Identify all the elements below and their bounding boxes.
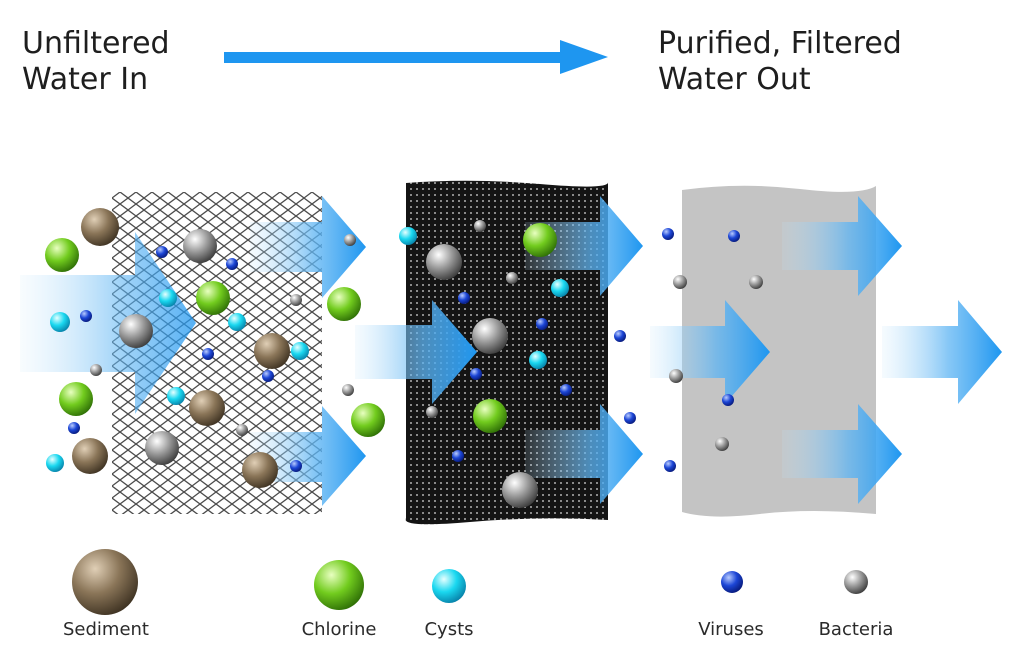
sediment-particle: [81, 208, 119, 246]
output-label: Purified, Filtered Water Out: [658, 26, 902, 97]
legend-cysts-swatch: [432, 569, 466, 603]
bacteria-particle: [749, 275, 763, 289]
viruses-particle: [290, 460, 302, 472]
flow-arrow-gap1: [355, 300, 477, 404]
cysts-particle: [228, 313, 246, 331]
viruses-particle: [470, 368, 482, 380]
flow-arrow-stage3-bottom: [782, 404, 902, 504]
bacteria-particle: [290, 294, 302, 306]
sediment-particle: [242, 452, 278, 488]
viruses-particle: [536, 318, 548, 330]
cysts-particle: [551, 279, 569, 297]
chlorine-particle: [59, 382, 93, 416]
bacteria-particle: [474, 220, 486, 232]
input-label: Unfiltered Water In: [22, 26, 170, 97]
legend-bacteria-swatch: [844, 570, 868, 594]
bacteria-particle: [426, 244, 462, 280]
sediment-particle: [189, 390, 225, 426]
bacteria-particle: [183, 229, 217, 263]
chlorine-particle: [45, 238, 79, 272]
legend-viruses-label: Viruses: [698, 619, 764, 640]
sediment-particle: [254, 333, 290, 369]
chlorine-particle: [351, 403, 385, 437]
bacteria-particle: [472, 318, 508, 354]
chlorine-particle: [327, 287, 361, 321]
legend-chlorine-swatch: [314, 560, 364, 610]
cysts-particle: [399, 227, 417, 245]
viruses-particle: [68, 422, 80, 434]
bacteria-particle: [506, 272, 518, 284]
cysts-particle: [167, 387, 185, 405]
particles: [45, 208, 763, 508]
viruses-particle: [156, 246, 168, 258]
cysts-particle: [529, 351, 547, 369]
legend: [72, 549, 868, 615]
legend-viruses-swatch: [721, 571, 743, 593]
legend-bacteria-label: Bacteria: [818, 619, 894, 640]
bacteria-particle: [502, 472, 538, 508]
flow-arrow-stage1-top: [250, 196, 366, 298]
bacteria-particle: [119, 314, 153, 348]
bacteria-particle: [669, 369, 683, 383]
flow-arrow-outlet: [882, 300, 1002, 404]
bacteria-particle: [673, 275, 687, 289]
legend-cysts-label: Cysts: [424, 619, 474, 640]
viruses-particle: [728, 230, 740, 242]
viruses-particle: [452, 450, 464, 462]
bacteria-particle: [715, 437, 729, 451]
viruses-particle: [458, 292, 470, 304]
bacteria-particle: [426, 406, 438, 418]
sediment-particle: [72, 438, 108, 474]
legend-chlorine-label: Chlorine: [301, 619, 377, 640]
bacteria-particle: [342, 384, 354, 396]
bacteria-particle: [344, 234, 356, 246]
cysts-particle: [46, 454, 64, 472]
legend-sediment-swatch: [72, 549, 138, 615]
flow-direction-arrow: [224, 40, 608, 74]
bacteria-particle: [145, 431, 179, 465]
flow-arrow-inlet: [20, 232, 196, 414]
legend-sediment-label: Sediment: [62, 619, 150, 640]
viruses-particle: [722, 394, 734, 406]
flow-arrow-stage2-bottom: [525, 404, 643, 504]
viruses-particle: [614, 330, 626, 342]
cysts-particle: [291, 342, 309, 360]
cysts-particle: [50, 312, 70, 332]
bacteria-particle: [90, 364, 102, 376]
viruses-particle: [262, 370, 274, 382]
bacteria-particle: [236, 424, 248, 436]
flow-arrow-stage3-top: [782, 196, 902, 296]
viruses-particle: [624, 412, 636, 424]
cysts-particle: [159, 289, 177, 307]
viruses-particle: [560, 384, 572, 396]
viruses-particle: [202, 348, 214, 360]
viruses-particle: [226, 258, 238, 270]
viruses-particle: [80, 310, 92, 322]
chlorine-particle: [196, 281, 230, 315]
chlorine-particle: [473, 399, 507, 433]
chlorine-particle: [523, 223, 557, 257]
viruses-particle: [664, 460, 676, 472]
flow-arrow-stage1-bottom: [250, 406, 366, 506]
viruses-particle: [662, 228, 674, 240]
flow-arrow-stage2-top: [525, 196, 643, 296]
